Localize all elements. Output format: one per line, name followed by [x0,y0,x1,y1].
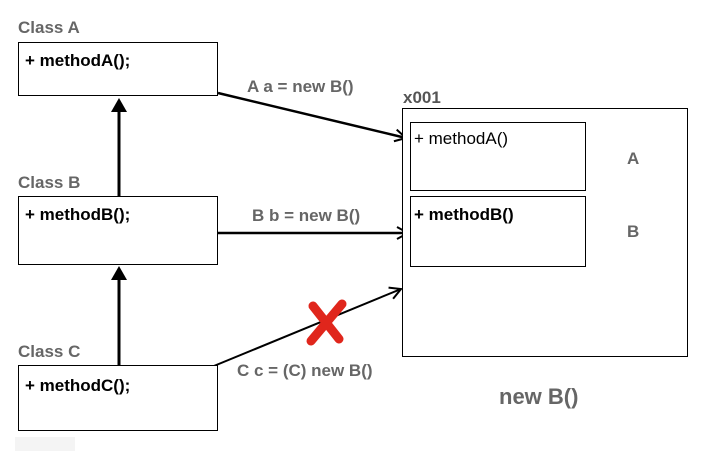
class-b-method: + methodB(); [25,205,131,224]
object-section-b-label: B [627,222,640,241]
class-b-box: + methodB(); [18,196,218,265]
object-section-b: + methodB() [410,196,586,267]
object-section-a-method: + methodA() [414,129,509,148]
object-address: x001 [403,88,441,107]
inheritance-arrowhead-a [111,98,127,112]
object-section-a: + methodA() [410,122,586,191]
class-a-box: + methodA(); [18,42,218,96]
arrow-label-a: A a = new B() [247,77,354,96]
class-c-title: Class C [18,342,81,361]
class-c-method: + methodC(); [25,376,131,395]
reference-arrow-c [208,289,401,369]
object-section-a-label: A [627,149,640,168]
corner-chip [15,437,75,451]
inheritance-arrowhead-b [111,266,127,280]
class-a-title: Class A [18,18,80,37]
object-section-b-method: + methodB() [414,205,514,224]
class-b-title: Class B [18,173,81,192]
class-c-box: + methodC(); [18,365,218,431]
arrow-label-b: B b = new B() [252,206,361,225]
class-a-method: + methodA(); [25,51,131,70]
arrow-label-c: C c = (C) new B() [237,361,373,380]
cross-icon [306,299,347,346]
object-caption: new B() [499,384,579,409]
reference-arrow-a [217,91,406,138]
